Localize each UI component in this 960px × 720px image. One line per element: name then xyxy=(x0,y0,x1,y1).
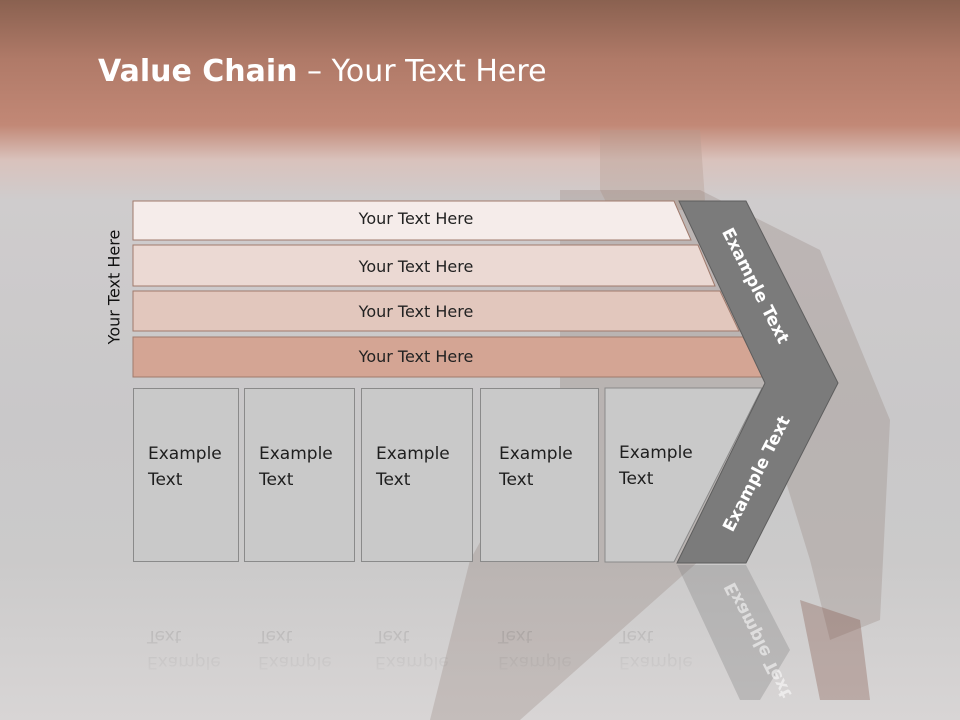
last-column-shape xyxy=(604,387,763,563)
row-label-4: Your Text Here xyxy=(358,347,474,366)
chevron-reflection xyxy=(677,565,790,700)
row-label-1: Your Text Here xyxy=(358,209,474,228)
row-bar-3 xyxy=(132,290,740,332)
row-bar-2 xyxy=(132,244,716,287)
row-label-3: Your Text Here xyxy=(358,302,474,321)
slide-title: Value Chain – Your Text Here xyxy=(98,54,547,89)
chevron-arrow xyxy=(676,200,839,564)
row-label-2: Your Text Here xyxy=(358,257,474,276)
row-bar-1 xyxy=(132,200,692,241)
